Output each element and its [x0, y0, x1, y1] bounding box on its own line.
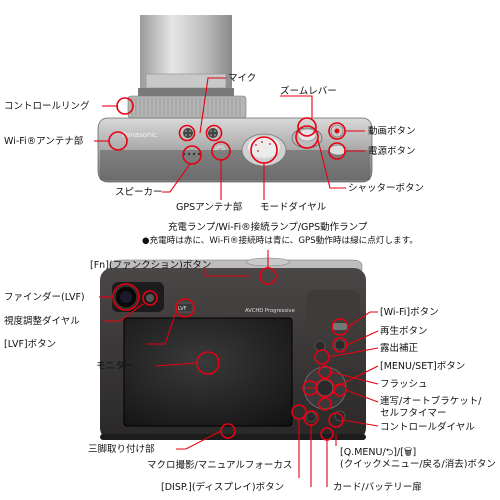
shutter-button [297, 128, 317, 142]
label-control-ring: コントロールリング [4, 100, 90, 112]
label-qmenu-line2: (クイックメニュー/戻る/消去)ボタン [340, 458, 496, 470]
label-monitor: モニター [96, 361, 134, 372]
label-exposure-comp: 露出補正 [380, 342, 419, 354]
label-wifi-button: [Wi-Fi]ボタン [380, 307, 439, 318]
label-menu-set-button: [MENU/SET]ボタン [380, 361, 465, 372]
back-labels: [Fn](ファンクション)ボタン ファインダー(LVF) [Wi-Fi]ボタン … [4, 260, 496, 493]
label-speaker: スピーカー [115, 187, 163, 198]
label-viewfinder: ファインダー(LVF) [4, 291, 85, 303]
monitor-screen [123, 317, 293, 427]
label-qmenu-line1: [Q.MENU/⮌]/[🗑] [340, 446, 416, 458]
label-movie-button: 動画ボタン [368, 126, 416, 137]
label-tripod: 三脚取り付け部 [88, 443, 155, 455]
label-burst: 連写/オートブラケット/ [380, 395, 482, 407]
label-disp-button: [DISP.](ディスプレイ)ボタン [161, 481, 284, 493]
label-power-button: 電源ボタン [368, 146, 416, 157]
label-wifi-antenna: Wi-Fi®アンテナ部 [4, 135, 83, 147]
label-mode-dial: モードダイヤル [260, 201, 327, 213]
top-labels: マイク コントロールリング ズームレバー 動画ボタン Wi-Fi®アンテナ部 電… [4, 73, 424, 213]
lvf-print: LVF [178, 306, 187, 312]
label-zoom-lever: ズームレバー [280, 85, 337, 97]
label-macro: マクロ撮影/マニュアルフォーカス [147, 459, 292, 471]
lamp-notes: 充電ランプ/Wi-Fi®接続ランプ/GPS動作ランプ ●充電時は赤に、Wi-Fi… [142, 221, 418, 246]
top-view-camera: Panasonic GPS [97, 15, 373, 183]
label-self-timer: セルフタイマー [380, 408, 447, 419]
brand-print: Panasonic [122, 131, 157, 139]
gps-print: GPS [212, 144, 225, 152]
label-playback-button: 再生ボタン [380, 325, 428, 337]
label-fn-button: [Fn](ファンクション)ボタン [90, 260, 211, 271]
label-mic: マイク [228, 73, 256, 84]
label-lvf-button: [LVF]ボタン [4, 339, 56, 350]
lamp-note: ●充電時は赤に、Wi-Fi®接続時は青に、GPS動作時は緑に点灯します。 [142, 234, 418, 246]
label-flash: フラッシュ [380, 379, 428, 390]
label-card-door: カード/バッテリー扉 [333, 481, 422, 493]
lamp-title: 充電ランプ/Wi-Fi®接続ランプ/GPS動作ランプ [168, 221, 368, 233]
label-gps-antenna: GPSアンテナ部 [176, 201, 242, 213]
avchd-print: AVCHD Progressive [245, 308, 295, 314]
label-control-dial: コントロールダイヤル [380, 421, 475, 433]
back-view-camera: AVCHD Progressive LVF [100, 257, 366, 440]
label-shutter-button: シャッターボタン [348, 183, 424, 194]
label-diopter: 視度調整ダイヤル [4, 315, 80, 327]
